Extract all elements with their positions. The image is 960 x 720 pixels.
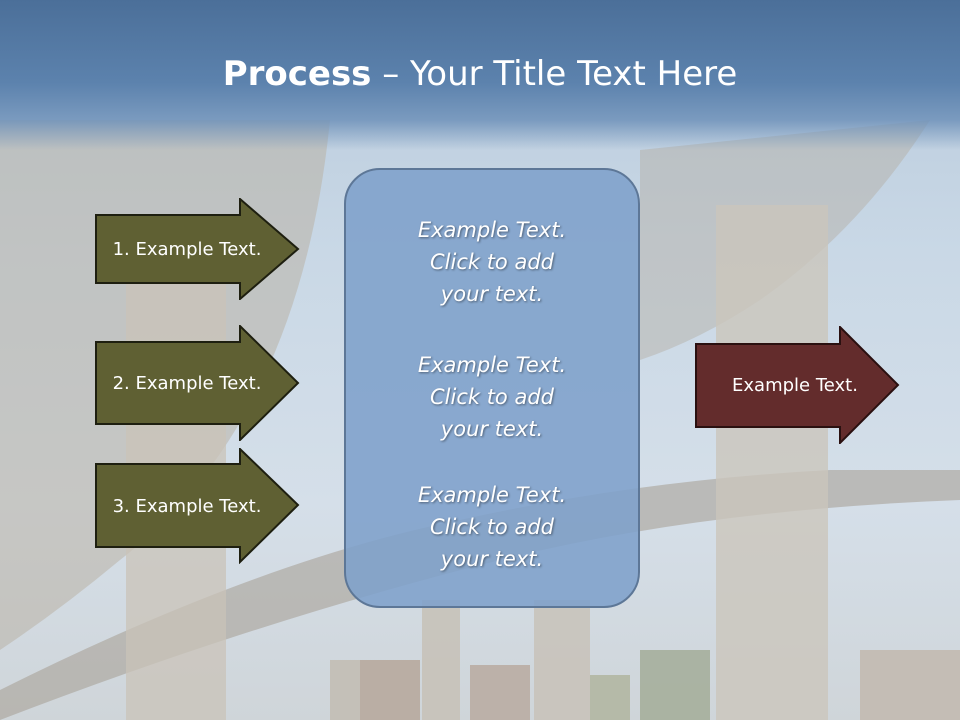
paragraph-line: Example Text. (417, 353, 567, 377)
step-label: 2. Example Text. (112, 372, 262, 394)
step-label: 1. Example Text. (112, 238, 262, 260)
arrow-shape-3 (95, 448, 300, 564)
paragraph-line: your text. (440, 547, 544, 571)
paragraph-line: your text. (440, 417, 544, 441)
result-label: Example Text. (732, 374, 858, 396)
slide-title[interactable]: Process – Your Title Text Here (0, 52, 960, 96)
result-arrow-shape (695, 326, 900, 444)
center-paragraph-1[interactable]: Example Text. Click to add your text. (346, 214, 638, 310)
title-rest-text: – Your Title Text Here (371, 54, 738, 94)
arrow-shape-2 (95, 325, 300, 441)
paragraph-line: Example Text. (417, 218, 567, 242)
arrow-shape-1 (95, 198, 300, 300)
center-paragraph-2[interactable]: Example Text. Click to add your text. (346, 349, 638, 445)
center-paragraph-3[interactable]: Example Text. Click to add your text. (346, 479, 638, 575)
paragraph-line: Example Text. (417, 483, 567, 507)
paragraph-line: Click to add (429, 385, 554, 409)
result-arrow[interactable]: Example Text. (695, 326, 900, 444)
step-label: 3. Example Text. (112, 495, 262, 517)
title-bold-text: Process (222, 54, 372, 94)
title-bar (0, 0, 960, 150)
paragraph-line: Click to add (429, 515, 554, 539)
center-text-box[interactable]: Example Text. Click to add your text. Ex… (344, 168, 640, 608)
step-arrow-1[interactable]: 1. Example Text. (95, 198, 300, 300)
step-arrow-3[interactable]: 3. Example Text. (95, 448, 300, 564)
paragraph-line: Click to add (429, 250, 554, 274)
step-arrow-2[interactable]: 2. Example Text. (95, 325, 300, 441)
paragraph-line: your text. (440, 282, 544, 306)
